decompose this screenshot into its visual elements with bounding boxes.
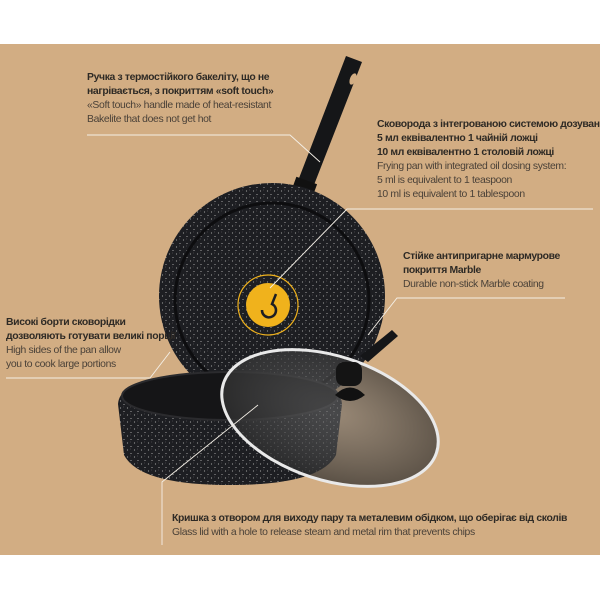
handle-en-line: «Soft touch» handle made of heat-resista… bbox=[87, 100, 272, 111]
oil-uk-line: 5 мл еквівалентно 1 чайній ложці bbox=[377, 133, 538, 144]
handle-en-line: Bakelite that does not get hot bbox=[87, 114, 212, 125]
sides-en-line: High sides of the pan allow bbox=[6, 345, 121, 356]
sides-uk-line: дозволяють готувати великі порції bbox=[6, 331, 176, 342]
lid-uk-line: Кришка з отвором для виходу пару та мета… bbox=[172, 513, 568, 524]
bakelite-handle bbox=[290, 56, 362, 200]
leader-lines bbox=[6, 134, 593, 545]
sides-annotation: Високі борти сковорідки дозволяють готув… bbox=[6, 316, 176, 372]
saute-pan-handle bbox=[360, 330, 398, 362]
sides-uk-line: Високі борти сковорідки bbox=[6, 317, 126, 328]
coating-uk-line: покриття Marble bbox=[403, 265, 481, 276]
oil-dosing-logo bbox=[237, 274, 299, 336]
oil-uk-line: Сковорода з інтегрованою системою дозува… bbox=[377, 119, 600, 130]
oil-dosing-annotation: Сковорода з інтегрованою системою дозува… bbox=[377, 118, 600, 202]
coating-annotation: Стійке антипригарне мармурове покриття M… bbox=[403, 250, 560, 292]
lid-en-line: Glass lid with a hole to release steam a… bbox=[172, 527, 475, 538]
coating-en-line: Durable non-stick Marble coating bbox=[403, 279, 544, 290]
handle-annotation: Ручка з термостійкого бакеліту, що не на… bbox=[87, 71, 274, 127]
oil-en-line: 5 ml is equivalent to 1 teaspoon bbox=[377, 175, 512, 186]
handle-uk-line: нагрівається, з покриттям «soft touch» bbox=[87, 86, 274, 97]
lid-annotation: Кришка з отвором для виходу пару та мета… bbox=[172, 512, 567, 540]
oil-en-line: Frying pan with integrated oil dosing sy… bbox=[377, 161, 567, 172]
oil-en-line: 10 ml is equivalent to 1 tablespoon bbox=[377, 189, 525, 200]
oil-uk-line: 10 мл еквівалентно 1 столовій ложці bbox=[377, 147, 554, 158]
sides-en-line: you to cook large portions bbox=[6, 359, 116, 370]
handle-uk-line: Ручка з термостійкого бакеліту, що не bbox=[87, 72, 270, 83]
coating-uk-line: Стійке антипригарне мармурове bbox=[403, 251, 560, 262]
glass-lid bbox=[220, 348, 440, 488]
